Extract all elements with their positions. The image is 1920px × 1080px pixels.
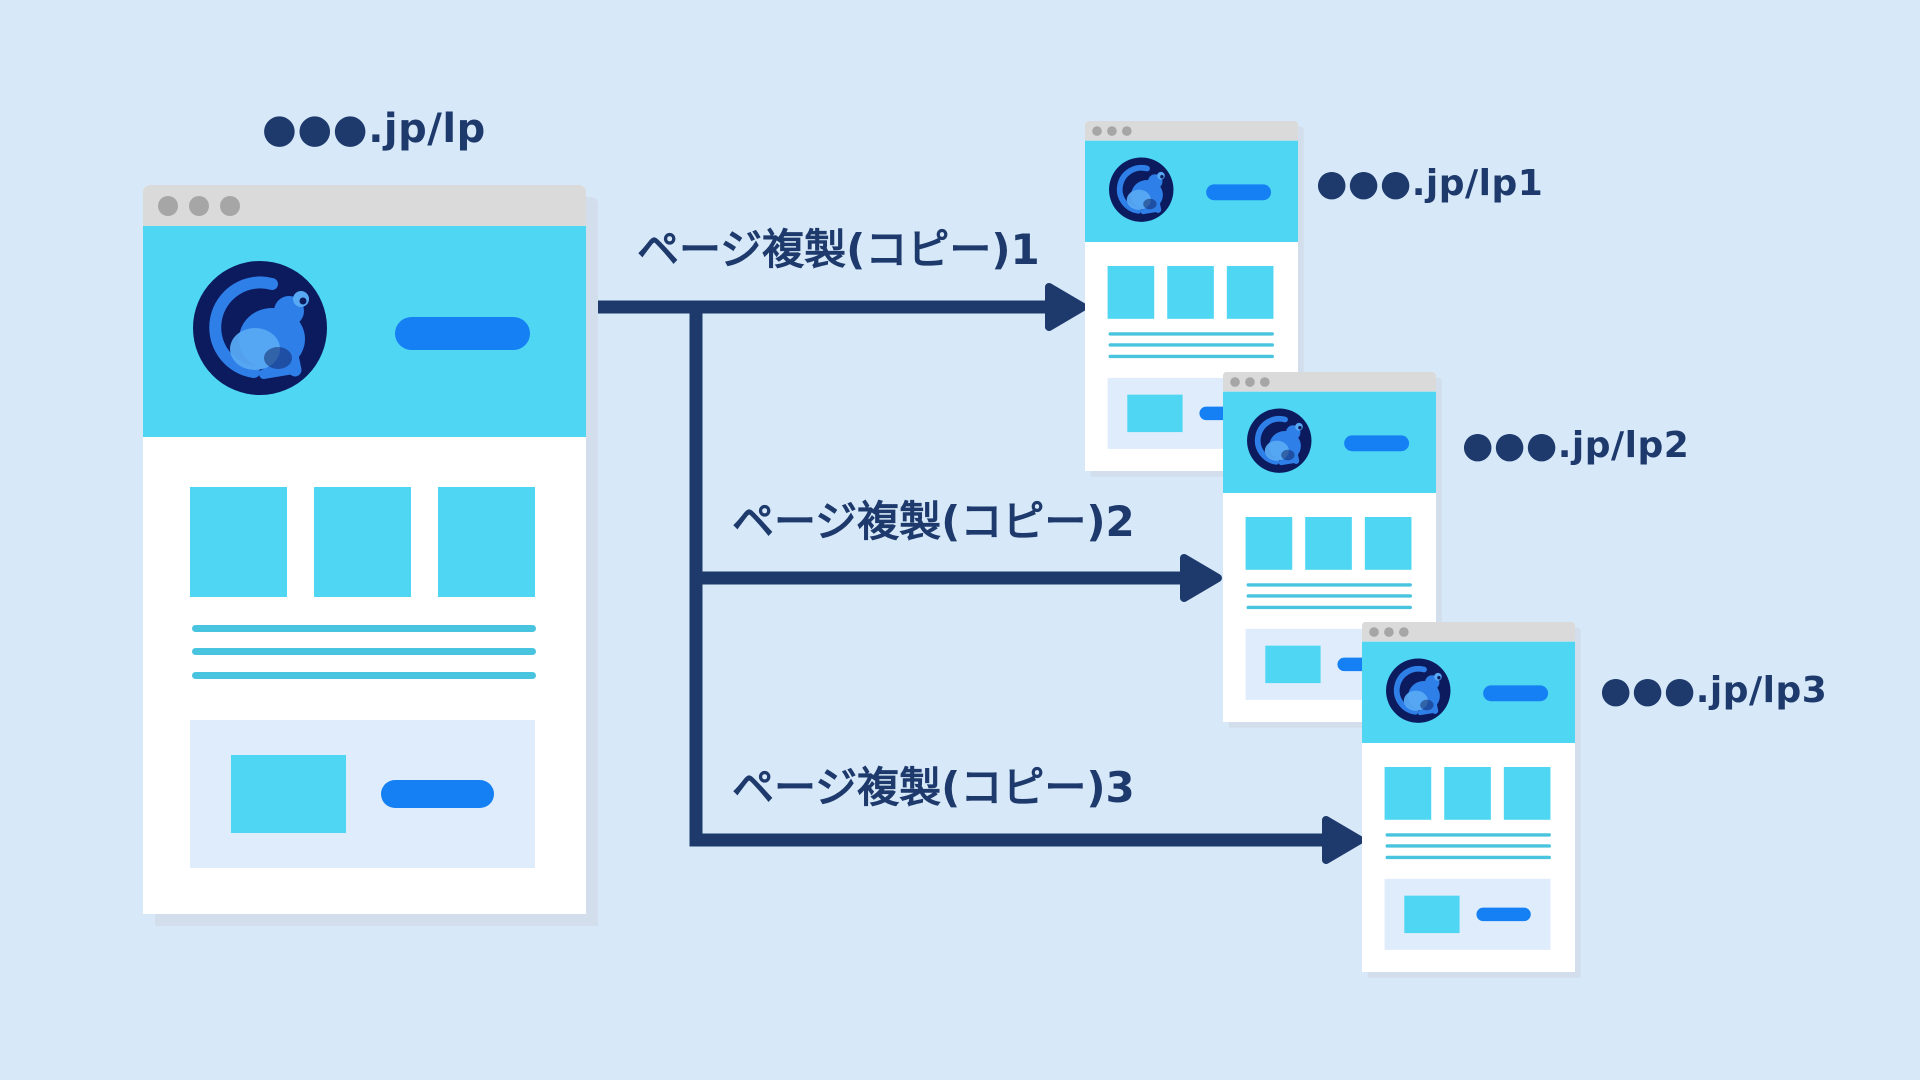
text-line-placeholder (192, 625, 536, 632)
content-blocks (1245, 516, 1412, 570)
text-line-placeholder (1246, 605, 1412, 610)
copy1-url-label: ●●●.jp/lp1 (1316, 163, 1544, 204)
text-line-placeholder (1385, 833, 1551, 837)
content-block-placeholder (1305, 516, 1352, 570)
content-block-placeholder (190, 487, 287, 597)
window-titlebar (1362, 622, 1575, 642)
header-button-pill (395, 317, 530, 350)
text-line-placeholder (1108, 332, 1274, 336)
arrowhead-right-icon (1180, 554, 1222, 602)
window-control-dot-icon (1384, 627, 1394, 637)
content-block-placeholder (1226, 265, 1274, 319)
hero-header (1223, 391, 1436, 493)
cta-section (190, 720, 535, 868)
browser-window-mockup (143, 185, 586, 914)
content-block-placeholder (1167, 265, 1214, 319)
text-line-placeholder (192, 648, 536, 655)
arrowhead-right-icon (1322, 816, 1364, 864)
window-control-dot-icon (1107, 126, 1117, 136)
cta-button-pill (381, 780, 494, 808)
image-placeholder (1265, 645, 1321, 684)
content-blocks (1107, 265, 1274, 319)
source-url-label: ●●●.jp/lp (262, 106, 486, 152)
content-block-placeholder (1107, 265, 1155, 319)
content-block-placeholder (1384, 766, 1432, 820)
monkey-logo-icon (1109, 157, 1174, 222)
window-control-dot-icon (1260, 377, 1270, 387)
window-control-dot-icon (158, 195, 178, 216)
source-window (143, 185, 586, 914)
content-blocks (190, 487, 535, 597)
copy3-url-label: ●●●.jp/lp3 (1600, 670, 1828, 711)
text-line-placeholder (1246, 583, 1412, 587)
window-control-dot-icon (1399, 627, 1409, 637)
monkey-logo-icon (1247, 408, 1312, 473)
copy2-url-label: ●●●.jp/lp2 (1462, 425, 1690, 466)
image-placeholder (231, 755, 346, 833)
header-button-pill (1206, 184, 1272, 201)
hero-header (1085, 140, 1298, 242)
arrowhead-right-icon (1045, 283, 1087, 331)
window-control-dot-icon (189, 195, 209, 216)
content-block-placeholder (1245, 516, 1293, 570)
copy2-arrow-label: ページ複製(コピー)2 (732, 497, 1135, 546)
browser-window-mockup (1223, 372, 1436, 722)
monkey-logo-icon (192, 260, 328, 396)
window-control-dot-icon (1369, 627, 1379, 637)
copy3-window (1362, 622, 1575, 972)
text-line-placeholder (1108, 343, 1274, 347)
header-button-pill (1344, 435, 1410, 452)
hero-header (143, 226, 586, 437)
content-blocks (1384, 766, 1551, 820)
page-body (1362, 742, 1575, 972)
window-control-dot-icon (1092, 126, 1102, 136)
text-line-placeholder (1108, 354, 1274, 359)
window-control-dot-icon (1122, 126, 1132, 136)
text-line-placeholder (1385, 844, 1551, 848)
text-line-placeholder (192, 672, 536, 679)
content-block-placeholder (314, 487, 411, 597)
copy2-window (1223, 372, 1436, 722)
window-titlebar (1085, 121, 1298, 141)
content-block-placeholder (438, 487, 535, 597)
window-titlebar (1223, 372, 1436, 392)
copy1-arrow-label: ページ複製(コピー)1 (637, 225, 1040, 274)
text-line-placeholder (1385, 855, 1551, 860)
content-block-placeholder (1503, 766, 1551, 820)
window-control-dot-icon (220, 195, 240, 216)
cta-section (1384, 878, 1551, 950)
window-titlebar (143, 185, 586, 226)
image-placeholder (1127, 394, 1183, 433)
copy3-arrow-label: ページ複製(コピー)3 (732, 763, 1135, 812)
content-block-placeholder (1364, 516, 1412, 570)
monkey-logo-icon (1386, 658, 1451, 723)
hero-header (1362, 641, 1575, 743)
page-body (143, 437, 586, 914)
header-button-pill (1483, 685, 1549, 702)
text-line-placeholder (1246, 594, 1412, 598)
browser-window-mockup (1362, 622, 1575, 972)
content-block-placeholder (1444, 766, 1491, 820)
window-control-dot-icon (1245, 377, 1255, 387)
cta-button-pill (1476, 907, 1531, 922)
window-control-dot-icon (1230, 377, 1240, 387)
image-placeholder (1404, 895, 1460, 934)
